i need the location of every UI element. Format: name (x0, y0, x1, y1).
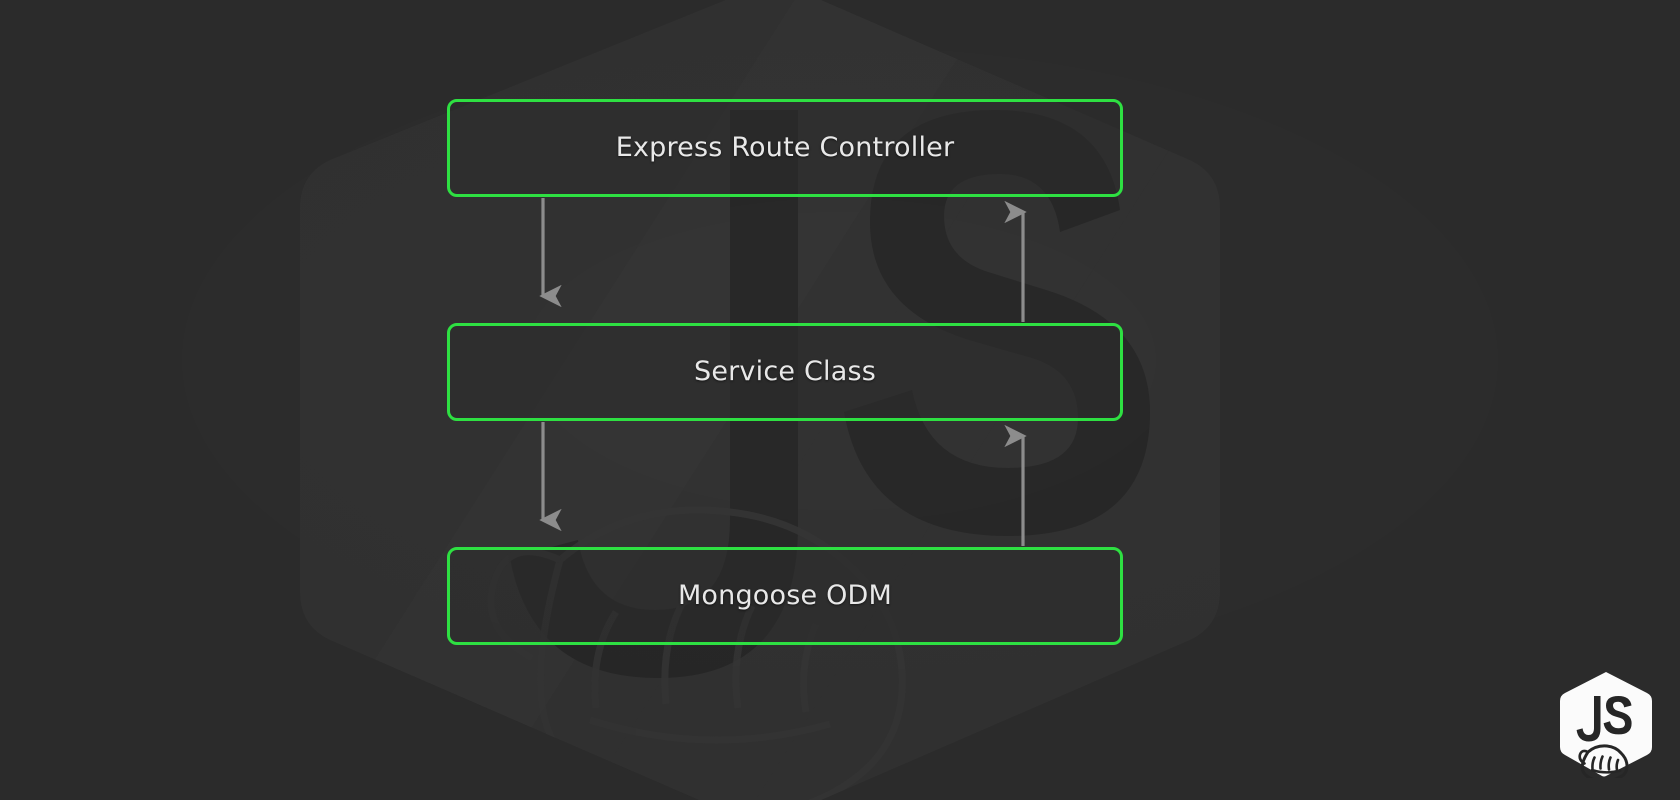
node-label: Service Class (693, 355, 876, 387)
js-fist-logo-badge (1560, 672, 1652, 778)
node-mongoose-odm[interactable]: Mongoose ODM (447, 547, 1123, 645)
node-label: Express Route Controller (615, 131, 955, 163)
node-label: Mongoose ODM (677, 579, 893, 611)
node-express-route-controller[interactable]: Express Route Controller (447, 99, 1123, 197)
node-service-class[interactable]: Service Class (447, 323, 1123, 421)
